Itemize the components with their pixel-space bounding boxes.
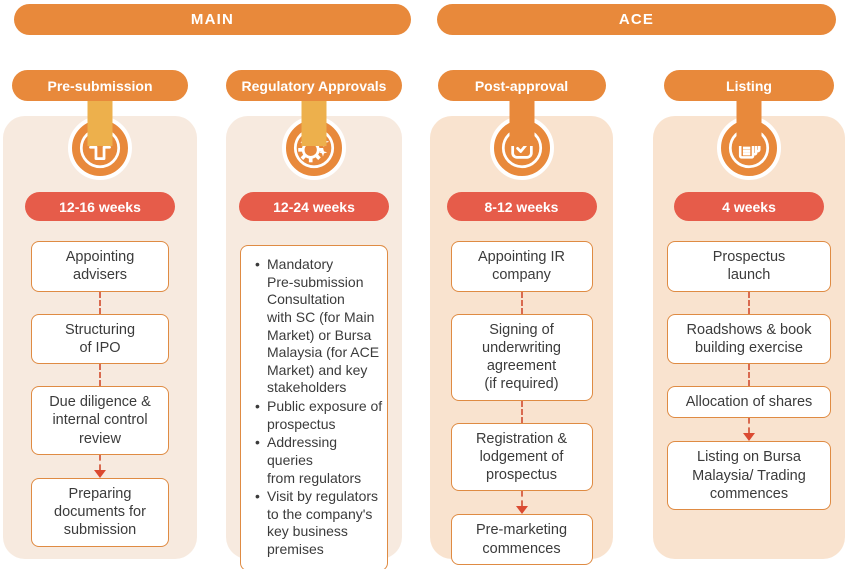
column-post-approval: Post-approval 8-12 weeks Appointing IR c… [430, 70, 613, 565]
duration-label: 8-12 weeks [484, 198, 559, 215]
step-box: Appointing advisers [31, 241, 169, 292]
dashed-connector [520, 400, 523, 423]
step-box: Registration & lodgement of prospectus [450, 422, 593, 492]
post-approval-panel: 8-12 weeks Appointing IR company Signing… [430, 116, 613, 565]
dashed-arrow-connector [515, 491, 528, 515]
regulatory-approvals-bullet-box: Mandatory Pre-submission Consultation wi… [240, 245, 388, 569]
regulatory-approvals-panel: 12-24 weeks Mandatory Pre-submission Con… [226, 116, 402, 569]
duration-badge: 8-12 weeks [446, 192, 597, 221]
dashed-connector [99, 364, 101, 387]
dashed-arrow-connector [743, 418, 755, 442]
duration-label: 4 weeks [722, 198, 776, 215]
post-approval-title: Post-approval [437, 70, 606, 101]
dashed-arrow-connector [94, 454, 106, 478]
dashed-connector [99, 291, 101, 314]
step-box: Allocation of shares [667, 386, 831, 419]
step-box: Preparing documents for submission [31, 477, 169, 547]
connector-bar [736, 96, 762, 146]
main-market-label: MAIN [190, 11, 235, 28]
connector-bar [509, 96, 534, 146]
dashed-line [748, 418, 750, 434]
duration-badge: 12-24 weeks [239, 192, 389, 221]
arrowhead [515, 506, 528, 515]
dashed-connector [748, 364, 750, 387]
pre-submission-panel: 12-16 weeks Appointing advisers Structur… [3, 116, 197, 559]
step-box: Appointing IR company [450, 241, 593, 292]
duration-label: 12-16 weeks [59, 198, 141, 215]
listing-title: Listing [664, 70, 834, 101]
post-approval-title-label: Post-approval [474, 77, 569, 94]
main-market-header: MAIN [14, 4, 411, 35]
step-box: Pre-marketing commences [450, 514, 593, 565]
column-regulatory-approvals: Regulatory Approvals [226, 70, 402, 569]
pre-submission-steps: Appointing advisers Structuring of IPO D… [3, 241, 197, 547]
step-box: Roadshows & book building exercise [667, 313, 831, 365]
bullet-list: Mandatory Pre-submission Consultation wi… [247, 256, 383, 559]
step-box: Prospectus launch [667, 241, 831, 292]
regulatory-approvals-title: Regulatory Approvals [226, 70, 402, 101]
step-box: Signing of underwriting agreement (if re… [450, 313, 593, 401]
dashed-connector [520, 291, 523, 314]
bullet-item: Visit by regulators to the company's key… [255, 488, 383, 559]
duration-label: 12-24 weeks [273, 198, 355, 215]
bullet-item: Addressing queries from regulators [255, 434, 383, 487]
connector-bar [87, 96, 113, 146]
step-box: Due diligence & internal control review [31, 386, 169, 455]
pre-submission-title-label: Pre-submission [47, 77, 153, 94]
dashed-line [520, 491, 523, 507]
ace-market-header: ACE [437, 4, 836, 35]
step-box: Structuring of IPO [31, 313, 169, 365]
regulatory-approvals-title-label: Regulatory Approvals [241, 77, 387, 94]
step-box: Listing on Bursa Malaysia/ Trading comme… [667, 441, 831, 511]
post-approval-steps: Appointing IR company Signing of underwr… [430, 241, 613, 565]
dashed-line [99, 454, 101, 470]
arrowhead [743, 433, 755, 442]
column-pre-submission: Pre-submission 12-16 weeks Appointing ad… [3, 70, 197, 559]
duration-badge: 4 weeks [674, 192, 824, 221]
listing-steps: Prospectus launch Roadshows & book build… [653, 241, 845, 511]
listing-title-label: Listing [726, 77, 772, 94]
arrowhead [94, 469, 106, 478]
column-listing: Listing 4 weeks Prospectus launch Roadsh… [653, 70, 845, 559]
dashed-connector [748, 291, 750, 314]
bullet-item: Mandatory Pre-submission Consultation wi… [255, 256, 383, 397]
pre-submission-title: Pre-submission [12, 70, 188, 101]
duration-badge: 12-16 weeks [25, 192, 175, 221]
ace-market-label: ACE [618, 11, 655, 28]
listing-panel: 4 weeks Prospectus launch Roadshows & bo… [653, 116, 845, 559]
connector-bar [301, 96, 327, 146]
bullet-item: Public exposure of prospectus [255, 398, 383, 433]
